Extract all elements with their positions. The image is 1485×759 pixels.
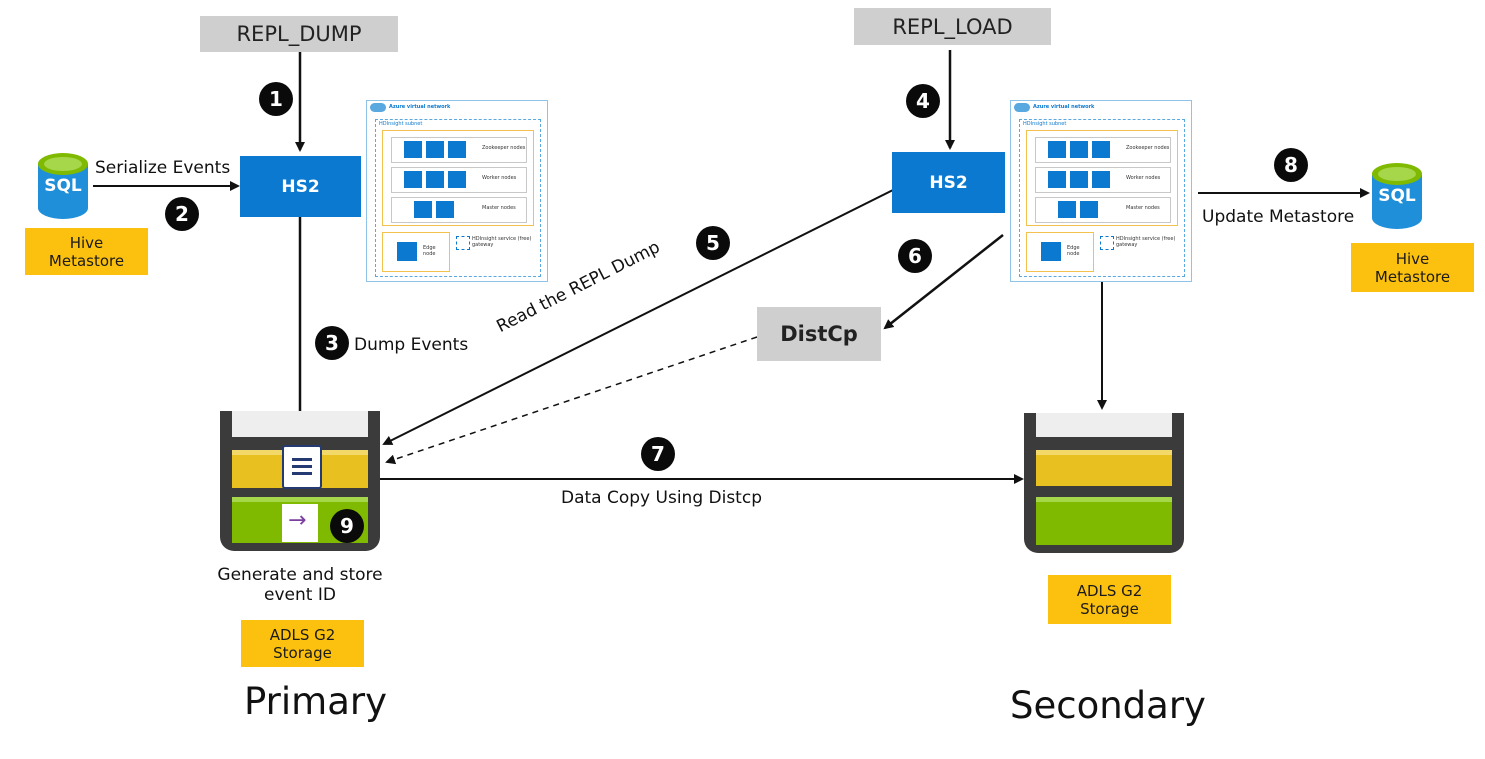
secondary-title: Secondary bbox=[1010, 684, 1206, 727]
zookeeper-label-primary: Zookeeper nodes bbox=[482, 145, 526, 151]
hs2-primary-label: HS2 bbox=[281, 176, 320, 197]
generate-line1: Generate and store bbox=[217, 565, 383, 585]
arrow-read-repl-dump bbox=[382, 189, 894, 445]
edge-label-secondary: Edge node bbox=[1067, 245, 1080, 257]
zookeeper-label-secondary: Zookeeper nodes bbox=[1126, 145, 1170, 151]
step-badge-3: 3 bbox=[315, 326, 349, 360]
serialize-events-label: Serialize Events bbox=[95, 158, 231, 178]
bucket-top-band bbox=[1036, 413, 1172, 437]
distcp-box: DistCp bbox=[757, 307, 881, 361]
cloud-icon bbox=[1014, 103, 1030, 112]
worker-label-primary: Worker nodes bbox=[482, 175, 517, 181]
bucket-yellow-band bbox=[1036, 450, 1172, 486]
step-badge-9: 9 bbox=[330, 509, 364, 543]
dump-events-label: Dump Events bbox=[354, 335, 469, 355]
adls-primary-line2: Storage bbox=[273, 643, 332, 662]
adls-secondary: ADLS G2 Storage bbox=[1048, 575, 1171, 624]
vnet-title-primary: Azure virtual network bbox=[389, 104, 451, 110]
generate-line2: event ID bbox=[264, 585, 336, 605]
repl-dump-box: REPL_DUMP bbox=[200, 16, 398, 52]
step-badge-8: 8 bbox=[1274, 148, 1308, 182]
hive-metastore-left-line2: Metastore bbox=[48, 251, 125, 270]
worker-row-primary: Worker nodes bbox=[391, 167, 527, 193]
adls-secondary-line2: Storage bbox=[1080, 599, 1139, 618]
edge-frame-primary: Edge node bbox=[382, 232, 450, 272]
step-badge-7: 7 bbox=[641, 437, 675, 471]
hdinsight-subnet-primary: HDInsight subnet Zookeeper nodes Worker … bbox=[375, 119, 541, 277]
cluster-frame-secondary: Zookeeper nodes Worker nodes Master node… bbox=[1026, 130, 1178, 226]
edge-frame-secondary: Edge node bbox=[1026, 232, 1094, 272]
gateway-icon bbox=[1100, 236, 1114, 250]
sql-label-right: SQL bbox=[1378, 186, 1416, 206]
import-icon: → bbox=[282, 504, 318, 542]
repl-load-label: REPL_LOAD bbox=[892, 14, 1013, 39]
gateway-icon bbox=[456, 236, 470, 250]
subnet-label-primary: HDInsight subnet bbox=[379, 121, 423, 127]
worker-row-secondary: Worker nodes bbox=[1035, 167, 1171, 193]
hs2-primary: HS2 bbox=[240, 156, 361, 217]
secondary-storage-bucket bbox=[1024, 413, 1184, 560]
master-row-primary: Master nodes bbox=[391, 197, 527, 223]
cloud-icon bbox=[370, 103, 386, 112]
gateway-label-secondary: HDInsight service (free) gateway bbox=[1116, 236, 1176, 248]
hs2-secondary-label: HS2 bbox=[929, 172, 968, 193]
primary-title: Primary bbox=[244, 680, 387, 723]
step-badge-6: 6 bbox=[898, 239, 932, 273]
hdinsight-subnet-secondary: HDInsight subnet Zookeeper nodes Worker … bbox=[1019, 119, 1185, 277]
update-metastore-label: Update Metastore bbox=[1202, 207, 1355, 227]
distcp-label: DistCp bbox=[780, 322, 858, 346]
adls-secondary-line1: ADLS G2 bbox=[1076, 581, 1143, 600]
sql-label-left: SQL bbox=[44, 176, 82, 196]
hive-metastore-left: Hive Metastore bbox=[25, 228, 148, 275]
master-row-secondary: Master nodes bbox=[1035, 197, 1171, 223]
step-badge-1: 1 bbox=[259, 82, 293, 116]
hive-metastore-left-line1: Hive bbox=[69, 233, 104, 252]
repl-load-box: REPL_LOAD bbox=[854, 8, 1051, 45]
adls-primary-line1: ADLS G2 bbox=[269, 625, 336, 644]
hive-metastore-right: Hive Metastore bbox=[1351, 243, 1474, 292]
bucket-top-band bbox=[232, 411, 368, 437]
sql-database-icon-left: SQL bbox=[38, 152, 88, 220]
adls-primary: ADLS G2 Storage bbox=[241, 620, 364, 667]
hs2-secondary: HS2 bbox=[892, 152, 1005, 213]
arrow-cluster-to-distcp bbox=[883, 234, 1004, 330]
hive-metastore-right-line1: Hive bbox=[1395, 249, 1430, 268]
gateway-label-primary: HDInsight service (free) gateway bbox=[472, 236, 532, 248]
step-badge-2: 2 bbox=[165, 197, 199, 231]
zookeeper-row-primary: Zookeeper nodes bbox=[391, 137, 527, 163]
sql-database-icon-right: SQL bbox=[1372, 162, 1422, 230]
azure-vnet-secondary: Azure virtual network HDInsight subnet Z… bbox=[1010, 100, 1192, 282]
subnet-label-secondary: HDInsight subnet bbox=[1023, 121, 1067, 127]
edge-label-primary: Edge node bbox=[423, 245, 436, 257]
arrow-distcp-to-primary bbox=[385, 336, 758, 465]
worker-label-secondary: Worker nodes bbox=[1126, 175, 1161, 181]
cluster-frame-primary: Zookeeper nodes Worker nodes Master node… bbox=[382, 130, 534, 226]
azure-vnet-primary: Azure virtual network HDInsight subnet Z… bbox=[366, 100, 548, 282]
zookeeper-row-secondary: Zookeeper nodes bbox=[1035, 137, 1171, 163]
step-badge-4: 4 bbox=[906, 84, 940, 118]
vnet-title-secondary: Azure virtual network bbox=[1033, 104, 1095, 110]
data-copy-label: Data Copy Using Distcp bbox=[561, 488, 762, 508]
generate-event-id-caption: Generate and store event ID bbox=[215, 565, 385, 605]
repl-dump-label: REPL_DUMP bbox=[236, 22, 362, 46]
hive-metastore-right-line2: Metastore bbox=[1374, 267, 1451, 286]
master-label-secondary: Master nodes bbox=[1126, 205, 1160, 211]
document-icon bbox=[282, 445, 322, 489]
bucket-green-band bbox=[1036, 497, 1172, 545]
master-label-primary: Master nodes bbox=[482, 205, 516, 211]
step-badge-5: 5 bbox=[696, 226, 730, 260]
